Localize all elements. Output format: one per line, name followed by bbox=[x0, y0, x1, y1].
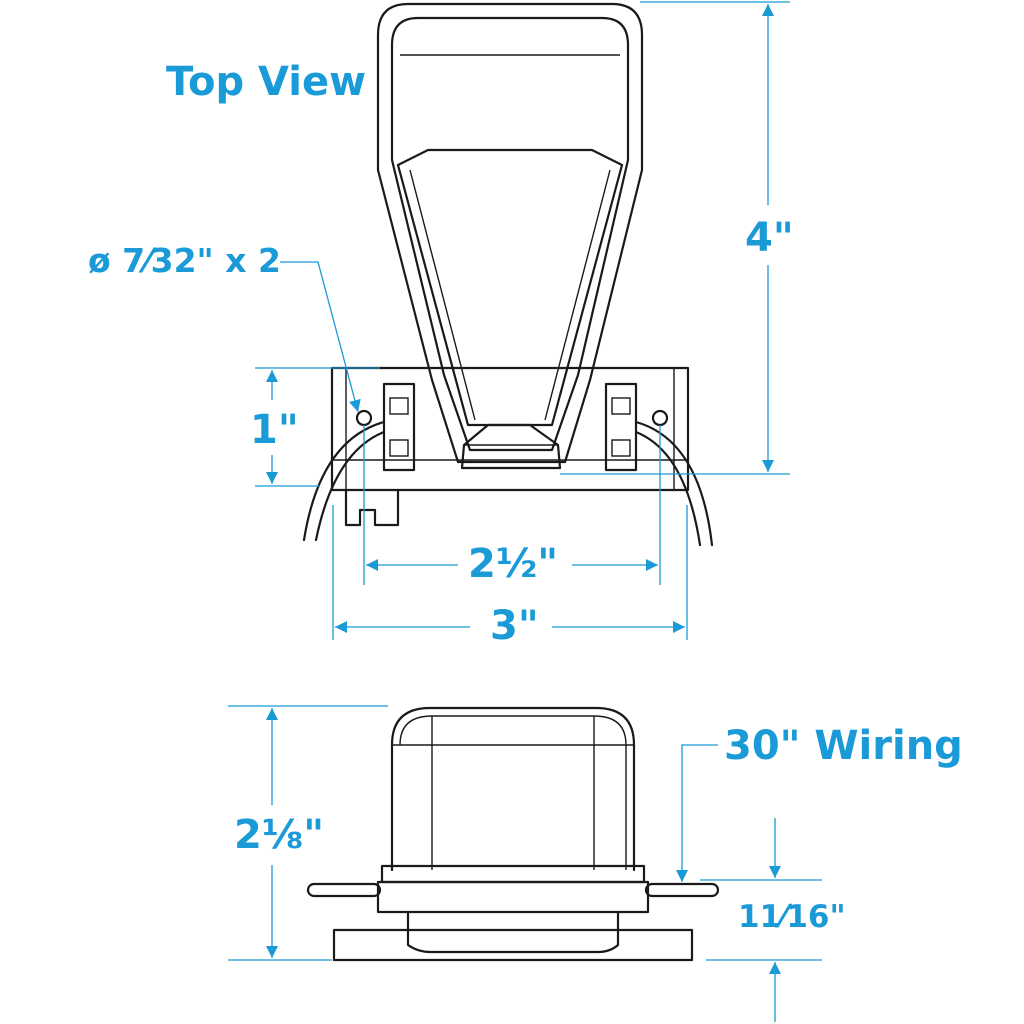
wire-left-outer bbox=[302, 420, 386, 542]
mount-depth-dimension-label: 1" bbox=[250, 407, 299, 453]
side-lens-block bbox=[406, 910, 620, 954]
dim-wiring-leader bbox=[676, 744, 718, 882]
wire-right-outer bbox=[634, 420, 714, 547]
length-dimension-label: 4" bbox=[745, 215, 794, 261]
wire-left-inner bbox=[314, 430, 386, 542]
base-height-dimension-label: 11⁄16" bbox=[738, 899, 846, 935]
right-terminal-block bbox=[604, 382, 638, 472]
hole-spacing-dimension-label: 2½" bbox=[468, 541, 559, 587]
side-wire-right bbox=[644, 882, 720, 898]
left-terminal-block bbox=[382, 382, 416, 472]
top-view-housing bbox=[376, 2, 644, 470]
side-housing-outer bbox=[390, 706, 636, 872]
housing-inner-v bbox=[396, 148, 624, 167]
housing-inner-outline bbox=[390, 16, 630, 452]
side-flange bbox=[380, 864, 646, 884]
top-view-title: Top View bbox=[166, 59, 367, 105]
top-view-mount-plate bbox=[302, 366, 714, 547]
side-wire-left bbox=[306, 882, 382, 898]
mount-hole-left bbox=[355, 409, 373, 427]
wire-right-inner bbox=[634, 430, 702, 547]
dimensions bbox=[228, 1, 822, 1022]
mount-plate bbox=[330, 366, 690, 492]
side-housing-inner bbox=[399, 715, 627, 870]
side-base-plate bbox=[332, 928, 694, 962]
side-collar bbox=[376, 880, 650, 914]
hole-callout-label: ø 7⁄32" x 2 bbox=[88, 241, 281, 280]
wiring-label: 30" Wiring bbox=[724, 723, 963, 769]
side-view bbox=[306, 706, 720, 962]
dim-hole-leader bbox=[280, 261, 361, 413]
mount-hole-right bbox=[651, 409, 669, 427]
height-dimension-label: 2⅛" bbox=[234, 812, 325, 858]
housing-v-inner bbox=[409, 169, 611, 421]
housing-outer-outline bbox=[376, 2, 644, 464]
width-dimension-label: 3" bbox=[490, 603, 539, 649]
plate-step-profile bbox=[344, 488, 400, 527]
